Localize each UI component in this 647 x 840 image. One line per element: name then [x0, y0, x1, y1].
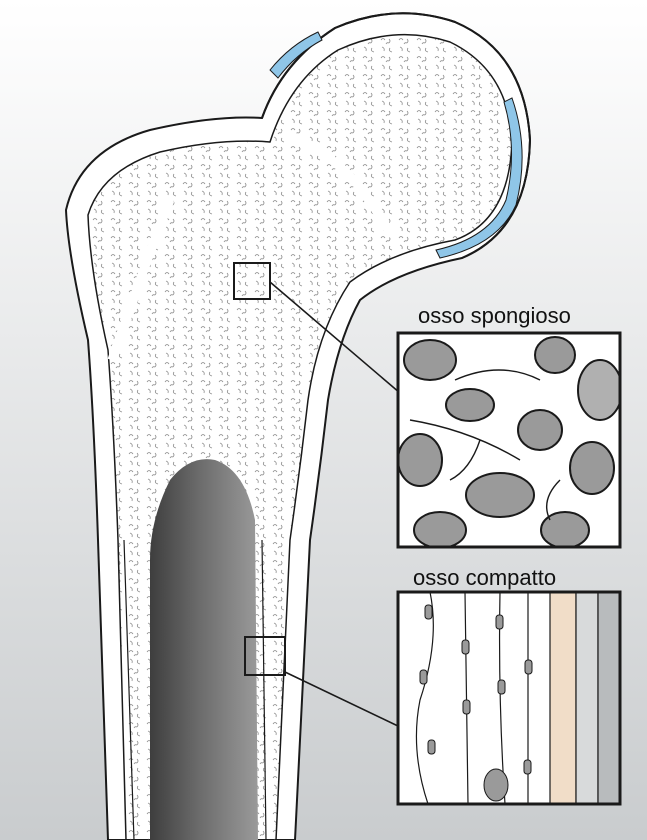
compact-bone-label: osso compatto — [413, 565, 556, 591]
spongy-bone-inset — [398, 333, 622, 548]
compact-bone-inset — [398, 592, 620, 804]
medullary-cavity — [150, 459, 258, 840]
spongy-bone-label: osso spongioso — [418, 303, 571, 329]
